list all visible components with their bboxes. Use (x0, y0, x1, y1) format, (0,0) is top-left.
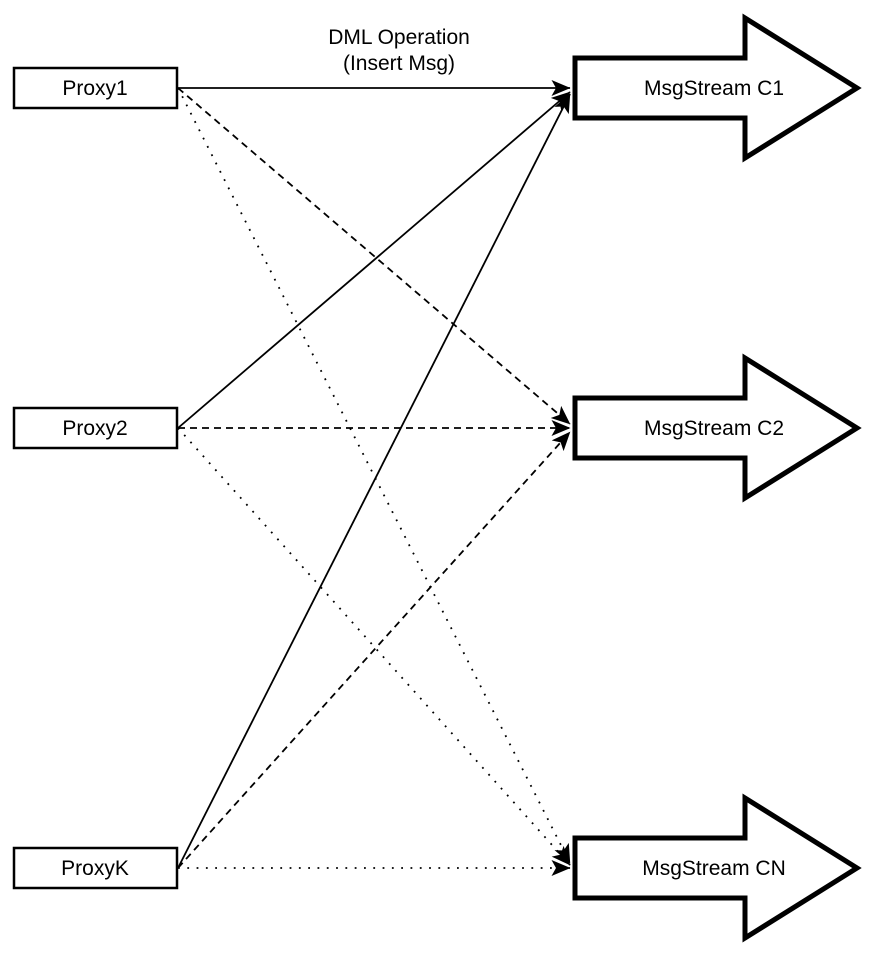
connection-proxyk-to-c1-solid (177, 93, 571, 869)
proxy1-node: Proxy1 (12, 66, 179, 110)
proxy2-label: Proxy2 (62, 417, 127, 440)
proxy2-node: Proxy2 (12, 406, 179, 450)
msgstream-c2-label: MsgStream C2 (644, 417, 784, 440)
msgstream-nodes-group: MsgStream C1 MsgStream C2 MsgStream CN (572, 13, 862, 943)
dml-operation-label-line1: DML Operation (328, 26, 470, 49)
msgstream-c1-node: MsgStream C1 (572, 13, 862, 163)
msgstream-c2-arrow (572, 353, 862, 503)
proxy1-label: Proxy1 (62, 77, 127, 100)
proxy-nodes-group: Proxy1 Proxy2 ProxyK (12, 66, 179, 890)
connection-proxy1-to-cn-dotted (177, 87, 571, 864)
connection-proxy1-to-c2-dashed (177, 87, 571, 425)
msgstream-cn-label: MsgStream CN (642, 857, 786, 880)
proxyk-box (12, 846, 179, 890)
connections-group (177, 80, 571, 876)
connection-proxyk-to-c2-dashed (177, 431, 571, 869)
msgstream-cn-arrow (572, 793, 862, 943)
msgstream-c1-label: MsgStream C1 (644, 77, 784, 100)
msgstream-c1-arrow (572, 13, 862, 163)
proxyk-label: ProxyK (61, 857, 129, 880)
msgstream-cn-node: MsgStream CN (572, 793, 862, 943)
connection-proxy2-to-c1-solid (177, 91, 571, 429)
dml-operation-label-line2: (Insert Msg) (343, 52, 455, 75)
proxy1-box (12, 66, 179, 110)
proxy2-box (12, 406, 179, 450)
connection-proxy2-to-cn-dotted (177, 427, 571, 866)
msgstream-c2-node: MsgStream C2 (572, 353, 862, 503)
edge-label-group: DML Operation (Insert Msg) (328, 26, 470, 75)
proxyk-node: ProxyK (12, 846, 179, 890)
